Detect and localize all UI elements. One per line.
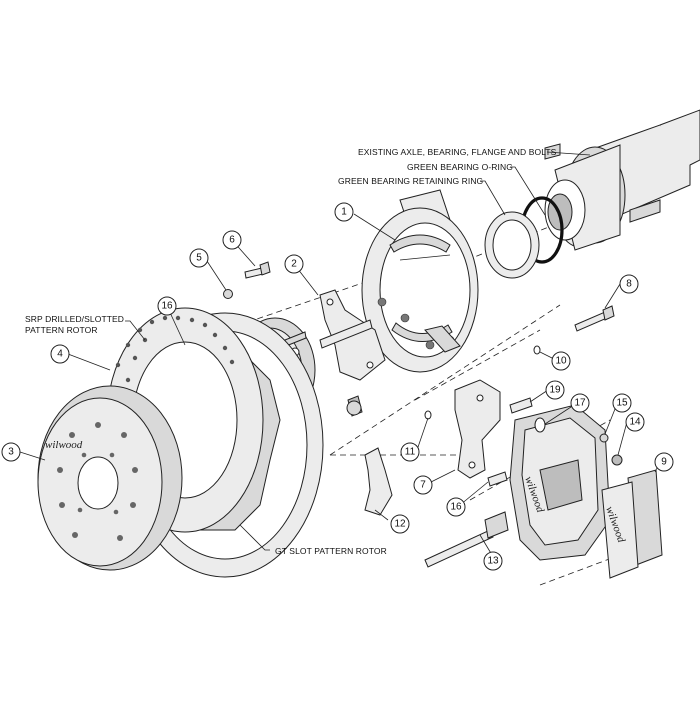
svg-text:4: 4 [57,349,63,360]
svg-text:10: 10 [555,356,567,367]
svg-text:15: 15 [616,398,628,409]
callout-12: 12 [390,514,410,534]
callout-15: 15 [612,393,632,413]
callout-7: 7 [413,475,433,495]
callout-13: 13 [483,551,503,571]
svg-text:8: 8 [626,279,632,290]
bracket-part-12 [364,447,393,516]
callout-1: 1 [334,202,354,222]
bolt-part-19 [509,397,533,414]
hub-shaft [319,319,373,417]
callout-16-caliper: 16 [446,497,466,517]
callout-6: 6 [222,230,242,250]
small-hardware [424,345,623,487]
bolt-part-16 [487,471,508,487]
svg-text:16: 16 [450,502,462,513]
existing-axle-assembly [544,109,700,251]
label-srp-rotor-line1: SRP DRILLED/SLOTTED [25,314,124,324]
fitting-part-14 [611,454,623,466]
label-gt-slot-rotor: GT SLOT PATTERN ROTOR [275,546,387,556]
callouts: 1 2 3 4 5 6 7 8 9 10 11 12 13 14 15 16 1… [1,202,674,571]
svg-text:6: 6 [229,235,235,246]
callout-16-rotor: 16 [157,296,177,316]
callout-3: 3 [1,442,21,462]
washer-part-17 [534,417,546,433]
callout-5: 5 [189,248,209,268]
svg-text:19: 19 [549,385,561,396]
brake-pads-part-9: wilwood [601,469,663,579]
label-srp-rotor-line2: PATTERN ROTOR [25,325,98,335]
drum-holes [57,422,138,541]
callout-9: 9 [654,452,674,472]
caliper-body: wilwood [509,404,611,561]
svg-text:5: 5 [196,253,202,264]
svg-text:17: 17 [574,398,586,409]
washer-part-11 [424,410,432,420]
bleeder-part-15 [599,433,609,443]
svg-text:3: 3 [8,447,14,458]
callout-11: 11 [400,442,420,462]
svg-text:9: 9 [661,457,667,468]
nut-part-5 [223,289,233,299]
svg-text:13: 13 [487,556,499,567]
callout-17: 17 [570,393,590,413]
drum-hat-part-3: wilwood [37,385,183,571]
caliper-bracket-part-7 [454,379,501,479]
svg-text:7: 7 [420,480,426,491]
svg-text:14: 14 [629,417,641,428]
bolt-part-8 [574,305,615,332]
callout-10: 10 [551,351,571,371]
callout-2: 2 [284,254,304,274]
svg-text:2: 2 [291,259,297,270]
callout-14: 14 [625,412,645,432]
callout-8: 8 [619,274,639,294]
washer-part-10 [533,345,541,355]
svg-text:12: 12 [394,519,406,530]
label-green-bearing-retaining-ring: GREEN BEARING RETAINING RING [338,176,483,186]
svg-text:16: 16 [161,301,173,312]
callout-4: 4 [50,344,70,364]
drum-brand-mark: wilwood [45,439,83,451]
callout-19: 19 [545,380,565,400]
bolt-part-6 [244,261,271,279]
bolt-part-13 [424,511,509,568]
parking-brake-assembly [361,189,479,373]
green-bearing-retaining-ring [484,211,540,279]
label-existing-axle: EXISTING AXLE, BEARING, FLANGE AND BOLTS [358,147,557,157]
label-green-bearing-o-ring: GREEN BEARING O-RING [407,162,513,172]
svg-text:1: 1 [341,207,347,218]
svg-text:11: 11 [405,447,416,458]
